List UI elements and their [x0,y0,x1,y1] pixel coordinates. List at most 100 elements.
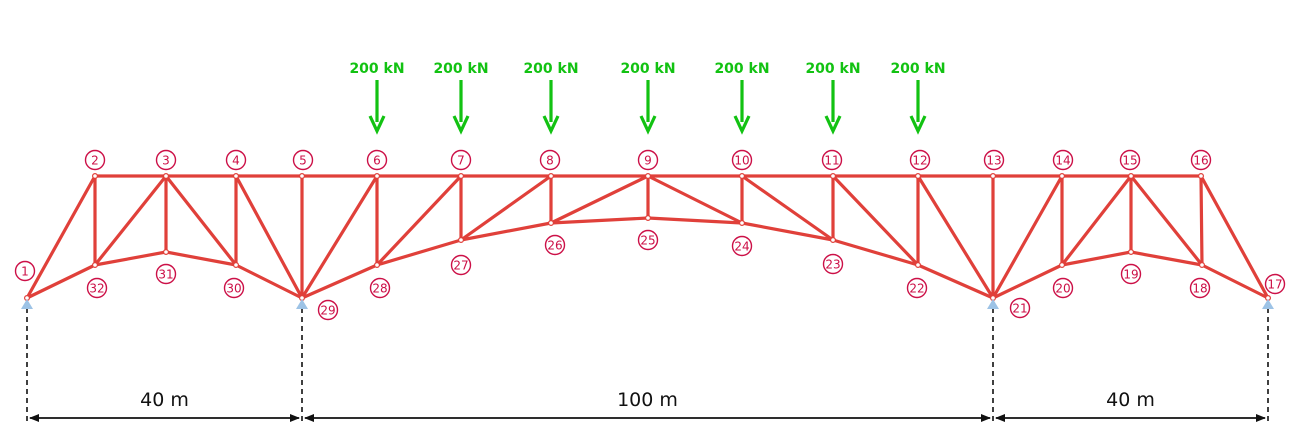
truss-joint [1127,173,1134,180]
node-number: 6 [373,153,381,167]
node-number: 11 [824,153,839,167]
load-label: 200 kN [714,61,769,77]
load-arrow: 200 kN [349,61,405,135]
node-label-circle [1190,149,1212,171]
truss-joint [374,173,381,180]
arrow-down-icon [368,115,386,135]
arrow-down-icon [733,115,751,135]
truss-member [646,174,744,225]
node-label: 29 [317,299,339,321]
node-label: 23 [822,253,844,275]
truss-member [1060,250,1133,267]
node-label-circle [983,149,1005,171]
load-arrow: 200 kN [890,61,946,135]
truss-joint [914,173,921,180]
node-label: 15 [1119,149,1141,171]
node-label-circle [292,149,314,171]
node-label: 21 [1009,297,1031,319]
node-label-circle [1189,277,1211,299]
node-label-circle [369,277,391,299]
truss-member [991,174,1064,300]
truss-member [300,263,379,300]
load-label: 200 kN [620,61,675,77]
truss-joint [458,237,465,244]
node-label-circle [14,260,36,282]
node-label: 27 [450,254,472,276]
node-number: 2 [91,153,99,167]
load-label: 200 kN [349,61,404,77]
load-label: 200 kN [523,61,578,77]
truss-member [459,221,553,242]
truss-member [164,174,238,267]
load-arrow: 200 kN [805,61,861,135]
node-number: 14 [1055,153,1070,167]
node-label-circle [731,149,753,171]
node-label-circle [84,149,106,171]
arrow-down-icon [452,115,470,135]
node-label: 17 [1264,273,1286,295]
truss-member [549,216,650,225]
node-label: 6 [366,149,388,171]
truss-joint [1198,262,1205,269]
node-label-circle [637,229,659,251]
truss-joint [299,173,306,180]
node-number: 16 [1193,153,1208,167]
truss-joints [24,173,1271,302]
truss-joint [738,173,745,180]
truss-member [93,174,168,267]
truss-member [25,174,97,300]
truss-joint [1197,173,1204,180]
node-label-circle [225,149,247,171]
truss-member [1060,174,1133,267]
node-label: 19 [1120,263,1142,285]
node-label-circle [86,277,108,299]
node-label-circle [822,253,844,275]
truss-member [1129,174,1204,267]
node-label-circle [1009,297,1031,319]
truss-joint [374,262,381,269]
truss-joint [1058,262,1065,269]
node-label: 4 [225,149,247,171]
node-number: 10 [734,153,749,167]
node-label: 18 [1189,277,1211,299]
node-label-circle [366,149,388,171]
node-label-circle [821,149,843,171]
truss-member [459,174,553,242]
node-number: 9 [644,153,652,167]
pin-support-icon [1262,299,1274,309]
node-label: 32 [86,277,108,299]
node-number: 7 [457,153,465,167]
pin-support-icon [21,299,33,309]
truss-joint [1127,249,1134,256]
node-label: 8 [539,149,561,171]
truss-member [300,174,379,300]
arrow-down-icon [824,115,842,135]
node-label-circle [1119,149,1141,171]
node-number: 24 [734,239,749,253]
node-label: 28 [369,277,391,299]
node-label: 25 [637,229,659,251]
arrow-down-icon [639,115,657,135]
truss-member [1129,250,1204,267]
truss-member [646,216,744,225]
truss-member [831,238,920,267]
arrow-down-icon [909,115,927,135]
node-label-circle [637,149,659,171]
truss-joint [914,262,921,269]
truss-member [234,174,304,300]
node-label-circle [1052,149,1074,171]
node-label: 30 [223,277,245,299]
node-number: 13 [986,153,1001,167]
truss-member [831,174,920,267]
truss-joint [233,173,240,180]
truss-member [234,263,304,300]
truss-member [991,263,1064,300]
node-label: 9 [637,149,659,171]
node-label: 5 [292,149,314,171]
node-label-circle [155,149,177,171]
node-label-circle [539,149,561,171]
truss-joint [547,220,554,227]
